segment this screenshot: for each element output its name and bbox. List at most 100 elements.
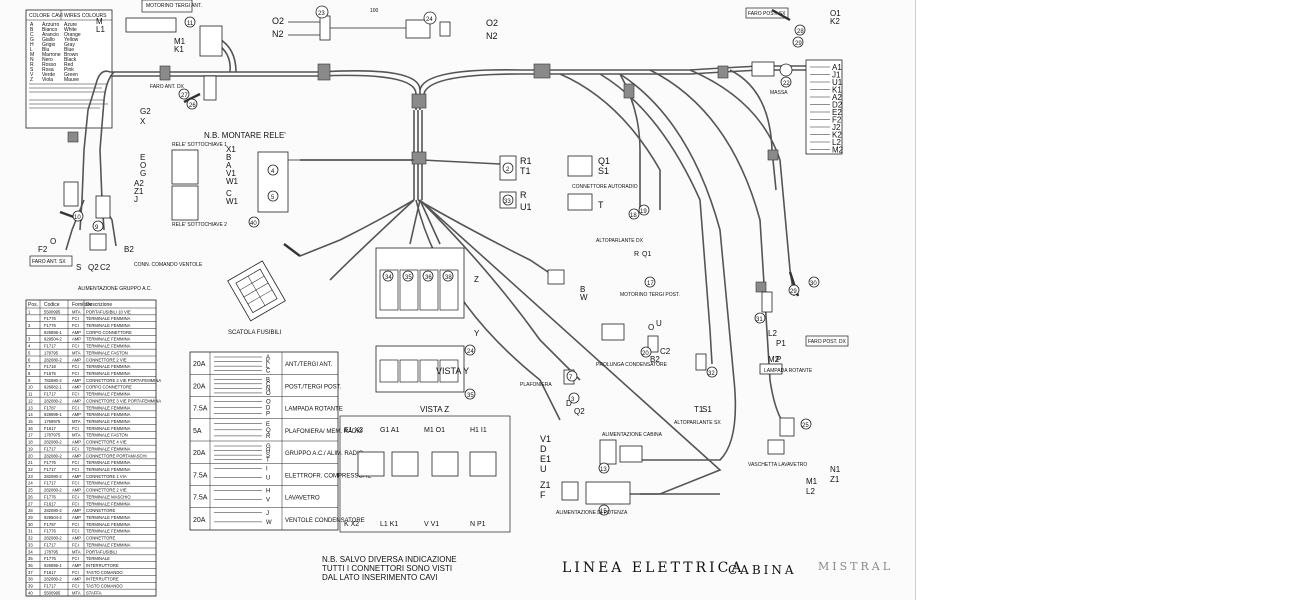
parts-cell: AMP	[72, 474, 81, 479]
parts-cell: 7	[28, 364, 31, 369]
wire-code: J2	[832, 123, 841, 132]
svg-text:23: 23	[318, 11, 325, 17]
parts-cell: 10	[28, 385, 33, 390]
parts-cell: 2	[28, 323, 31, 328]
parts-cell: FCI	[72, 494, 79, 499]
svg-text:36: 36	[425, 275, 432, 281]
parts-cell: MTA	[72, 350, 81, 355]
label-cabin-supply: ALIMENTAZIONE CABINA	[602, 432, 663, 438]
parts-cell: 31	[28, 529, 33, 534]
parts-cell: TASTO COMANDO	[86, 570, 123, 575]
svg-text:34: 34	[385, 275, 392, 281]
fuse-desc: VENTOLE CONDENSATORE	[285, 518, 365, 524]
parts-cell: F1787	[44, 522, 57, 527]
parts-cell: 282080-2	[44, 474, 62, 479]
legend-code: M	[30, 52, 34, 58]
parts-cell: TERMINALE FEMMINA	[86, 419, 131, 424]
legend-code: N	[30, 57, 34, 63]
svg-text:33: 33	[504, 199, 511, 205]
svg-text:40: 40	[250, 221, 257, 227]
parts-cell: 282080-2	[44, 453, 62, 458]
svg-text:S: S	[76, 263, 81, 272]
fuse-pin: O	[266, 400, 271, 406]
svg-text:T1: T1	[694, 405, 704, 414]
parts-cell: CONNETTORE PORTAMASCHI	[86, 453, 147, 458]
svg-text:28: 28	[797, 29, 804, 35]
parts-cell: FCI	[72, 522, 79, 527]
parts-cell: AMP	[72, 453, 81, 458]
svg-text:M1 O1: M1 O1	[424, 427, 445, 434]
parts-header: Pos.	[28, 302, 38, 308]
svg-text:T1: T1	[520, 166, 531, 176]
label-auto-radio: CONNETTORE AUTORADIO	[572, 184, 638, 190]
parts-cell: CONNETTORE 3 VIE PORTAFEMMINA	[86, 398, 161, 403]
legend-code: B	[30, 27, 34, 33]
parts-cell: AMP	[72, 577, 81, 582]
parts-cell: AMP	[72, 488, 81, 493]
parts-cell: 12	[28, 398, 33, 403]
parts-cell: F1776	[44, 460, 57, 465]
parts-cell: FCI	[72, 405, 79, 410]
svg-text:19: 19	[640, 209, 647, 215]
svg-text:Z1: Z1	[134, 187, 144, 196]
svg-text:V1: V1	[540, 434, 551, 444]
note-3: DAL LATO INSERIMENTO CAVI	[322, 573, 438, 582]
parts-cell: FCI	[72, 460, 79, 465]
parts-cell: FCI	[72, 446, 79, 451]
label-view-y: VISTA Y	[436, 366, 469, 376]
title-line: LINEA ELETTRICA	[562, 560, 744, 576]
parts-cell: 178795	[44, 549, 59, 554]
parts-cell: CONNETTORE 2 VIE	[86, 488, 127, 493]
legend-italian: Viola	[42, 77, 53, 83]
parts-cell: TERMINALE FASTON	[86, 350, 128, 355]
drawing-title: LINEA ELETTRICA CABINA MISTRAL	[562, 560, 890, 577]
label-speaker-dx: ALTOPARLANTE DX	[596, 238, 644, 244]
svg-text:B2: B2	[124, 245, 134, 254]
parts-cell: CONNETTORE 2 VIE PORTAFEMMINA	[86, 378, 161, 383]
fuse-desc: LAMPADA ROTANTE	[285, 407, 343, 413]
parts-cell: F1717	[44, 481, 57, 486]
parts-cell: 32	[28, 536, 33, 541]
parts-cell: 8	[28, 371, 31, 376]
legend-english: Brown	[64, 52, 78, 58]
parts-cell: 1769975	[44, 419, 61, 424]
wire-code: U1	[832, 78, 843, 87]
svg-text:E1: E1	[540, 454, 551, 464]
legend-code: C	[30, 32, 34, 38]
parts-cell: FCI	[72, 570, 79, 575]
parts-cell: 26	[28, 494, 33, 499]
fuse-pin: C	[266, 382, 271, 388]
svg-text:30: 30	[810, 281, 817, 287]
parts-cell: F1717	[44, 344, 57, 349]
svg-text:N P1: N P1	[470, 521, 486, 528]
fuse-desc: ELETTROFR. COMPRESSORE	[285, 473, 371, 479]
title-cabin: CABINA	[728, 563, 797, 577]
harness-sleeves	[67, 63, 779, 293]
svg-text:E1 X2: E1 X2	[344, 427, 363, 434]
fuse-amp: 20A	[193, 383, 206, 390]
parts-cell: TERMINALE FEMMINA	[86, 323, 131, 328]
label-front-light-dx: FARO ANT. DX	[150, 84, 185, 90]
parts-cell: FCI	[72, 584, 79, 589]
parts-cell: TERMINALE FEMMINA	[86, 392, 131, 397]
parts-cell: 25	[28, 488, 33, 493]
svg-text:V V1: V V1	[424, 521, 439, 528]
svg-text:N2: N2	[486, 31, 498, 41]
legend-english: Blue	[64, 47, 74, 53]
parts-header: Descrizione	[86, 302, 112, 308]
svg-text:K2: K2	[830, 17, 840, 26]
parts-cell: TERMINALE FASTON	[86, 433, 128, 438]
parts-cell: FCI	[72, 467, 79, 472]
parts-cell: CONNETTORE 2 VIE	[86, 357, 127, 362]
svg-text:H1 I1: H1 I1	[470, 427, 487, 434]
parts-cell: AMP	[72, 563, 81, 568]
legend-italian: Azzurro	[42, 22, 59, 28]
parts-cell: TERMINALE FEMMINA	[86, 412, 131, 417]
label-relay-2: RELE' SOTTOCHIAVE 2	[172, 222, 227, 228]
label-fan-control: CONN. COMANDO VENTOLE	[134, 262, 203, 268]
parts-cell: INTERRUTTORE	[86, 577, 119, 582]
label-mass: MASSA	[770, 90, 788, 96]
parts-cell: F1776	[44, 529, 57, 534]
